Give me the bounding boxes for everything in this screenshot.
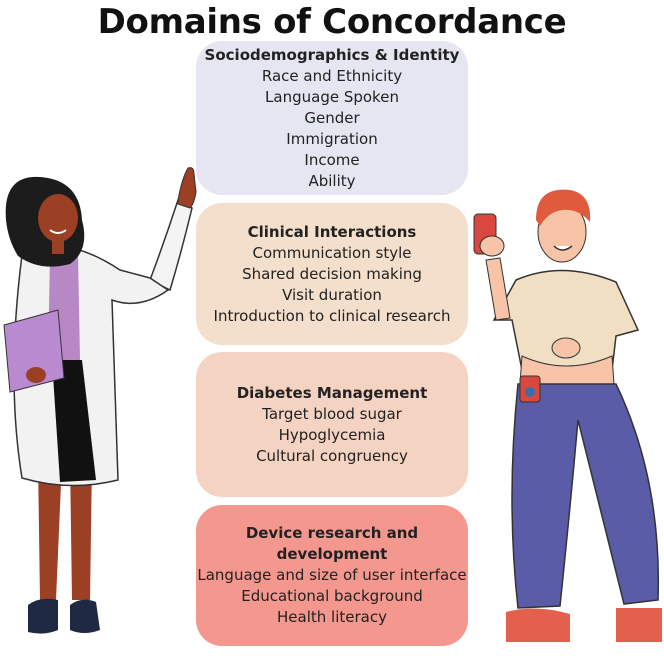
domain-item: Income — [304, 150, 360, 169]
domain-item: Introduction to clinical research — [213, 306, 451, 325]
domain-item: Race and Ethnicity — [261, 66, 403, 85]
diagram-title: Domains of Concordance — [97, 2, 567, 42]
domain-box-clinical-interactions: Clinical Interactions Communication styl… — [196, 203, 468, 345]
domain-heading: Sociodemographics & Identity — [204, 45, 460, 64]
domain-item: Language Spoken — [265, 87, 399, 106]
domain-box-device-research: Device research and development Language… — [196, 505, 468, 646]
domain-box-diabetes-management: Diabetes Management Target blood sugar H… — [196, 352, 468, 497]
domain-item: Shared decision making — [242, 264, 422, 283]
domain-item: Language and size of user interface — [197, 566, 467, 584]
domain-item: Immigration — [286, 129, 378, 148]
domain-item: Target blood sugar — [262, 404, 402, 423]
domain-item: Cultural congruency — [256, 446, 408, 465]
domain-item: Health literacy — [277, 608, 387, 626]
domain-heading: Diabetes Management — [236, 383, 428, 402]
doctor-illustration — [3, 167, 197, 634]
domain-item: Educational background — [241, 587, 423, 605]
patient-illustration — [473, 189, 662, 642]
domain-box-sociodemographics: Sociodemographics & Identity Race and Et… — [196, 41, 468, 195]
domain-item: Hypoglycemia — [278, 425, 386, 444]
domain-item: Visit duration — [282, 285, 382, 304]
domain-heading: Device research and development — [245, 524, 419, 563]
domain-item: Gender — [304, 108, 360, 127]
domain-item: Communication style — [252, 243, 412, 262]
domain-heading: Clinical Interactions — [247, 222, 417, 241]
domain-item: Ability — [308, 171, 356, 190]
